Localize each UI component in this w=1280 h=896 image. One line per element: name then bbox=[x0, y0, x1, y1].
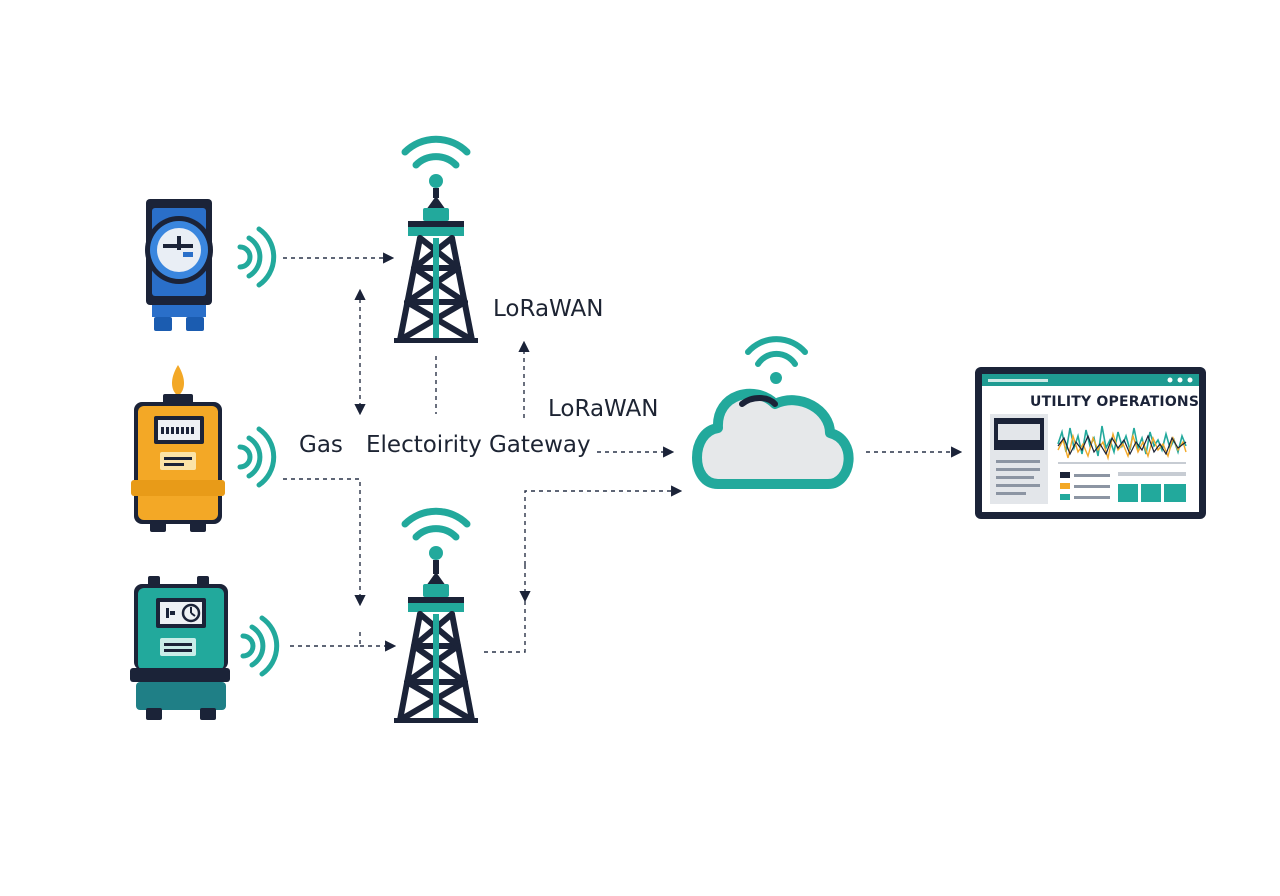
gateway-tower-icon bbox=[394, 135, 478, 343]
water-meter-icon bbox=[145, 199, 213, 331]
electricity-gateway-label: Electoirity Gateway bbox=[366, 432, 591, 458]
dashboard-monitor-icon bbox=[975, 367, 1206, 519]
cloud-icon bbox=[692, 336, 854, 489]
lorawan-label-top: LoRaWAN bbox=[493, 296, 604, 322]
lower-gateway-to-cloud-arrow bbox=[524, 485, 683, 565]
wifi-signal-icon bbox=[237, 226, 277, 288]
connectors bbox=[283, 252, 963, 653]
electric-to-gateway-arrow bbox=[290, 630, 394, 646]
dashboard-title: UTILITY OPERATIONS bbox=[1030, 394, 1200, 410]
wifi-signal-icon bbox=[240, 615, 280, 677]
gas-label: Gas bbox=[299, 432, 343, 458]
lorawan-label-middle: LoRaWAN bbox=[548, 396, 659, 422]
gateway-tower-icon bbox=[394, 507, 478, 723]
gas-to-gateway-arrow bbox=[283, 478, 366, 607]
gas-meter-icon bbox=[131, 365, 225, 532]
wifi-signal-icon bbox=[237, 426, 277, 488]
lower-gateway-return-line bbox=[484, 600, 526, 653]
electric-meter-icon bbox=[130, 576, 230, 720]
